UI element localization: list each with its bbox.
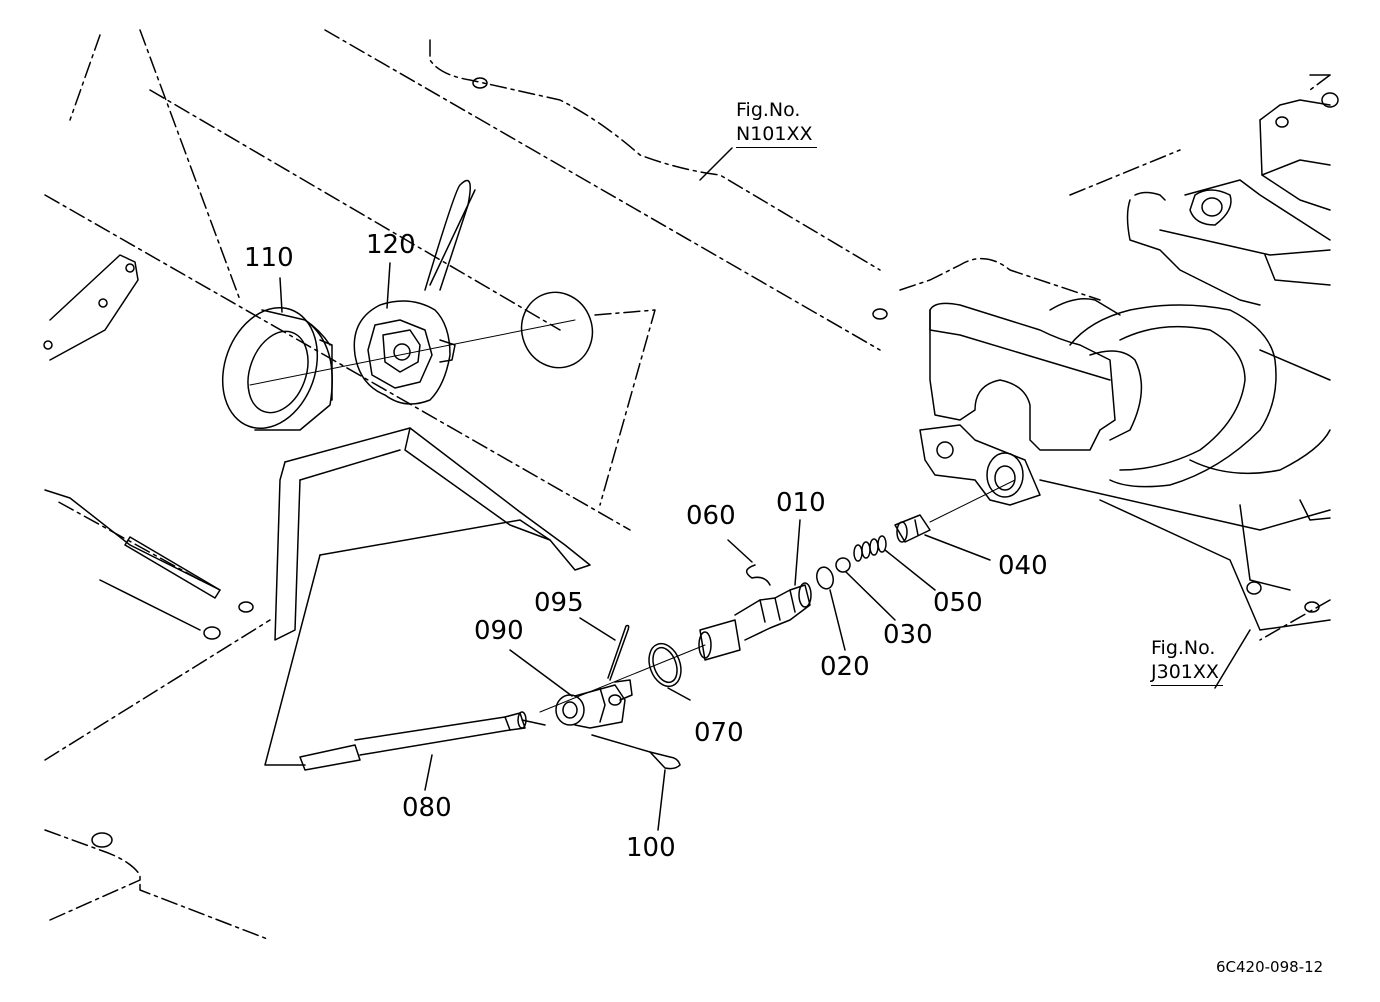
part-label-070: 070 xyxy=(694,718,744,748)
center-plate xyxy=(274,427,591,641)
part-label-050: 050 xyxy=(933,588,983,618)
part-label-060: 060 xyxy=(686,501,736,531)
axis-lines-main xyxy=(539,479,1016,713)
part-095-pin xyxy=(607,624,630,681)
valve-housing xyxy=(919,74,1339,631)
fig-ref-n101-label: Fig.No. xyxy=(736,99,801,121)
fig-ref-j301: Fig.No. J301XX xyxy=(1151,637,1223,686)
part-label-120: 120 xyxy=(366,230,416,260)
part-label-110: 110 xyxy=(244,243,294,273)
part-label-040: 040 xyxy=(998,551,1048,581)
axis-lines-upper xyxy=(249,319,576,386)
frame-outlines xyxy=(44,29,1331,941)
part-label-095: 095 xyxy=(534,588,584,618)
frame-holes xyxy=(91,77,1320,848)
fig-ref-n101: Fig.No. N101XX xyxy=(736,99,817,148)
part-label-080: 080 xyxy=(402,793,452,823)
part-070-ring xyxy=(648,642,682,688)
part-label-030: 030 xyxy=(883,620,933,650)
label-leaders xyxy=(279,262,991,831)
part-label-090: 090 xyxy=(474,616,524,646)
fig-ref-j301-label: Fig.No. xyxy=(1151,637,1216,659)
part-050-spring xyxy=(853,535,887,562)
part-110-seal xyxy=(221,306,333,431)
left-bracket xyxy=(43,254,139,361)
fig-ref-j301-code: J301XX xyxy=(1151,661,1223,686)
fig-ref-n101-code: N101XX xyxy=(736,123,817,148)
diagram-code: 6C420-098-12 xyxy=(1216,958,1324,976)
part-040-plug xyxy=(894,514,931,543)
exploded-view-box xyxy=(264,179,656,766)
fig-ref-leaders xyxy=(699,147,1251,689)
part-label-020: 020 xyxy=(820,652,870,682)
mount-oval xyxy=(520,291,594,369)
part-020-oring xyxy=(816,566,834,590)
part-030-ball xyxy=(835,557,851,573)
part-010-spool xyxy=(698,582,812,661)
part-080-shaft xyxy=(299,711,546,771)
part-060-clip xyxy=(746,564,771,586)
part-100-pin xyxy=(591,734,681,770)
part-label-010: 010 xyxy=(776,488,826,518)
part-090-joint xyxy=(555,679,633,729)
part-120-plate xyxy=(353,300,456,405)
side-slot xyxy=(44,489,221,631)
part-label-100: 100 xyxy=(626,833,676,863)
